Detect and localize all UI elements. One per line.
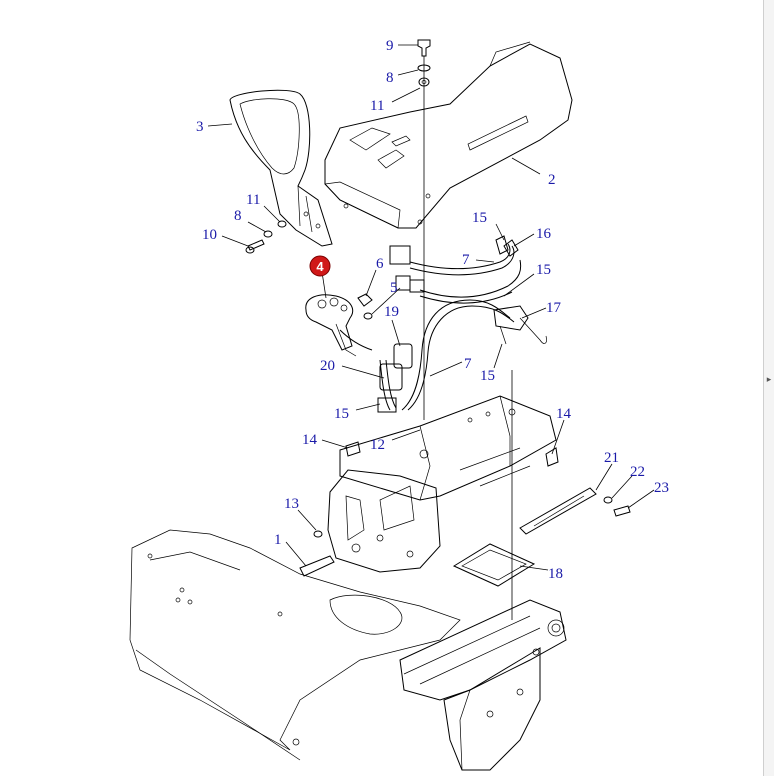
center-axis-line — [423, 56, 513, 620]
armrest-part — [229, 89, 333, 247]
vertical-scrollbar[interactable]: ▸ — [763, 0, 774, 776]
callout-11: 11 — [246, 192, 260, 208]
harness-device — [493, 305, 547, 345]
connector-blocks — [389, 245, 425, 293]
leader-lines — [207, 44, 655, 571]
callout-15: 15 — [480, 368, 495, 384]
callout-17: 17 — [546, 300, 562, 316]
upper-frame — [339, 395, 557, 501]
callout-19: 19 — [384, 304, 399, 320]
callout-15: 15 — [472, 210, 487, 226]
callout-6: 6 — [376, 256, 384, 272]
lower-bracket — [327, 469, 441, 573]
callout-14: 14 — [556, 406, 572, 422]
callout-12: 12 — [370, 437, 385, 453]
callout-15: 15 — [536, 262, 551, 278]
cover-plate — [452, 543, 536, 587]
rubber-blocks — [345, 441, 559, 467]
callout-8: 8 — [386, 70, 394, 86]
console-cover-part — [324, 41, 573, 229]
callout-9: 9 — [386, 38, 394, 54]
callout-8: 8 — [234, 208, 242, 224]
base-fasteners — [299, 530, 335, 577]
scroll-right-arrow-icon[interactable]: ▸ — [766, 375, 772, 385]
wiring-harness — [339, 235, 522, 411]
lever-linkage — [399, 599, 567, 771]
callout-7: 7 — [464, 356, 472, 372]
control-grip-part — [305, 294, 357, 357]
callout-15: 15 — [334, 406, 349, 422]
floor-plate — [129, 529, 461, 761]
right-fasteners — [603, 496, 631, 517]
slotted-plate — [519, 487, 597, 535]
callout-1: 1 — [274, 532, 282, 548]
callout-14: 14 — [302, 432, 318, 448]
highlighted-callout-4[interactable]: 4 — [309, 255, 331, 277]
callout-16: 16 — [536, 226, 552, 242]
callout-2: 2 — [548, 172, 556, 188]
nut-part — [357, 293, 373, 320]
callout-10: 10 — [202, 227, 217, 243]
callout-20: 20 — [320, 358, 335, 374]
callout-21: 21 — [604, 450, 619, 466]
callout-18: 18 — [548, 566, 563, 582]
callout-22: 22 — [630, 464, 645, 480]
left-fasteners — [245, 220, 287, 254]
highlight-label: 4 — [316, 259, 324, 274]
callout-23: 23 — [654, 480, 669, 496]
callout-11: 11 — [370, 98, 384, 114]
callout-5: 5 — [390, 280, 398, 296]
callout-labels: 9 8 11 3 2 11 8 10 15 16 7 15 6 5 17 19 … — [196, 38, 669, 582]
callout-3: 3 — [196, 119, 204, 135]
callout-13: 13 — [284, 496, 299, 512]
top-fasteners — [417, 39, 431, 87]
callout-7: 7 — [462, 252, 470, 268]
